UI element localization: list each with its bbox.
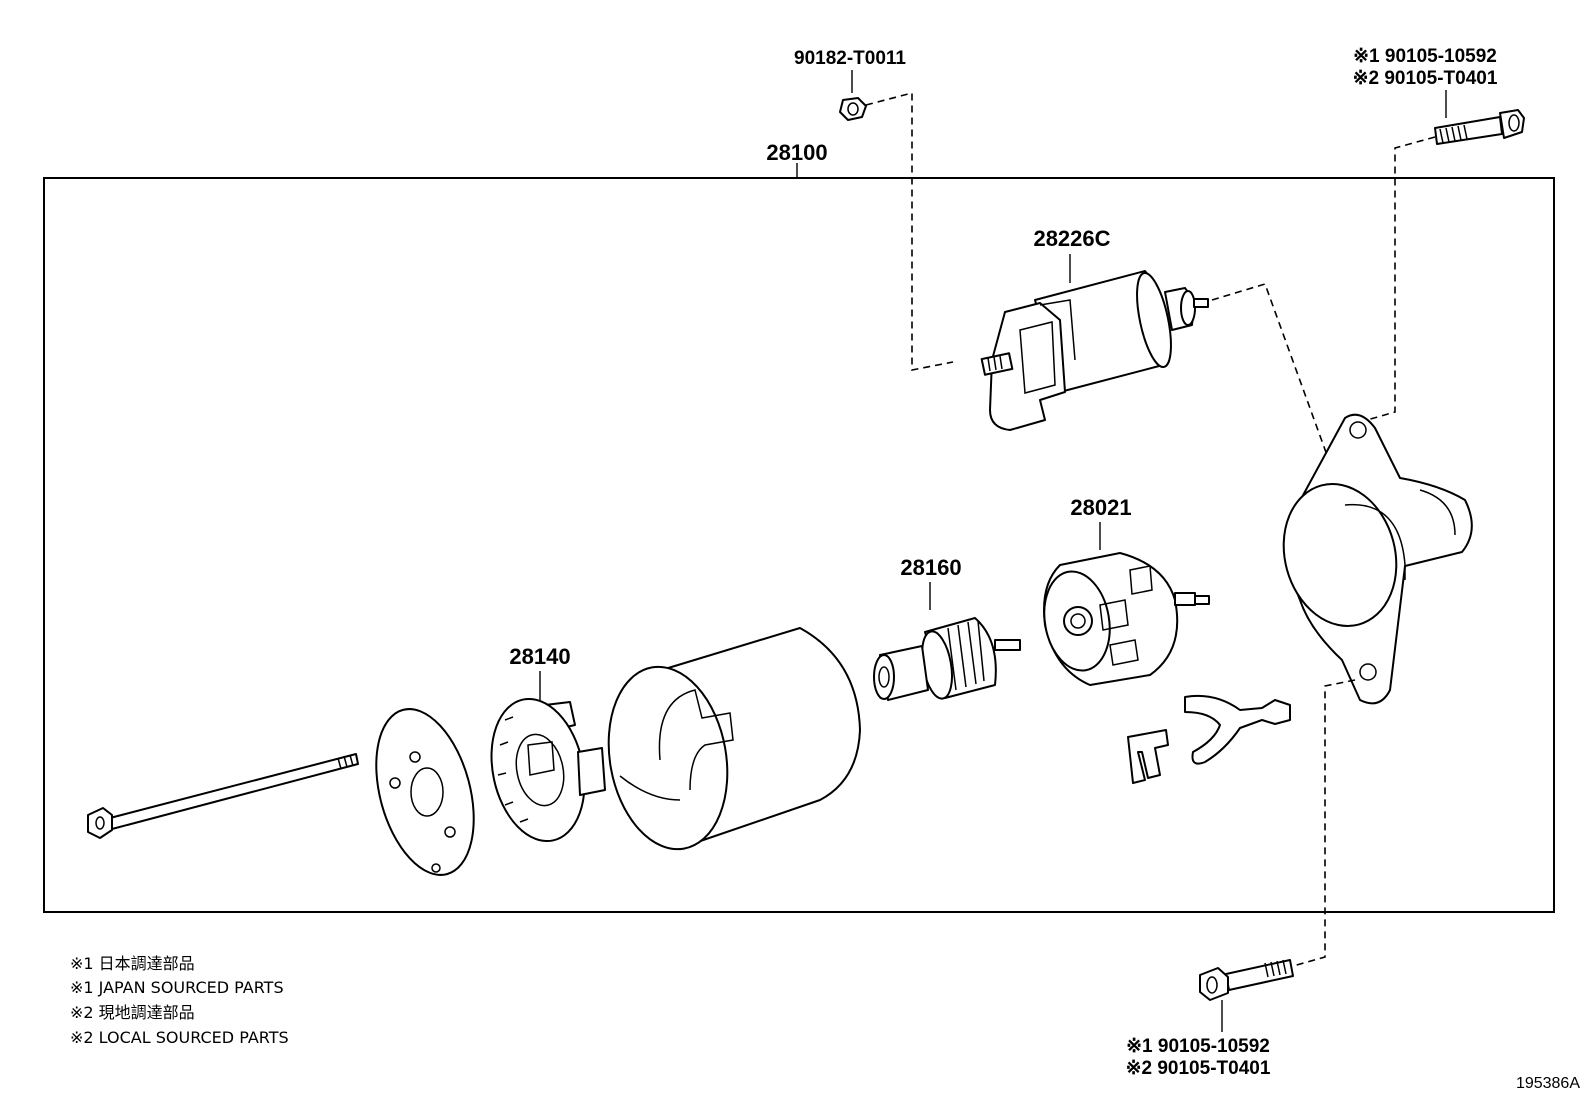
magnetic-switch-dashed-path xyxy=(1211,283,1366,561)
brush-holder-part-number: 28140 xyxy=(509,644,570,669)
top-right-bolt-label-1: ※1 90105-10592 xyxy=(1353,46,1497,67)
assembly-boundary-box xyxy=(43,177,1555,913)
commutator-end-frame-part-number: 28021 xyxy=(1070,495,1131,520)
bottom-bolt-dashed-path xyxy=(1292,679,1356,967)
note-local-sourced-ja: ※2 現地調達部品 xyxy=(70,1003,195,1022)
top-nut-part-number: 90182-T0011 xyxy=(794,48,906,69)
commutator-end-frame-icon xyxy=(1043,552,1210,686)
armature-icon xyxy=(873,617,1021,701)
magnetic-switch-part-number: 28226C xyxy=(1033,226,1110,251)
bottom-bolt-icon xyxy=(1199,959,1294,1001)
top-right-bolt-dashed-path xyxy=(1359,136,1436,423)
top-nut-icon xyxy=(839,97,867,121)
note-local-sourced-en: ※2 LOCAL SOURCED PARTS xyxy=(70,1028,289,1047)
top-right-bolt-icon xyxy=(1434,109,1525,145)
yoke-icon xyxy=(607,627,861,851)
through-bolt-icon xyxy=(87,753,359,839)
magnetic-switch-icon xyxy=(980,270,1209,431)
end-cover-plate-icon xyxy=(375,708,475,876)
bottom-bolt-label-1: ※1 90105-10592 xyxy=(1126,1036,1270,1057)
top-right-bolt-label-2: ※2 90105-T0401 xyxy=(1353,68,1498,89)
note-japan-sourced-ja: ※1 日本調達部品 xyxy=(70,954,195,973)
top-nut-dashed-path xyxy=(865,91,954,371)
brush-holder-icon xyxy=(490,697,606,843)
drive-lever-icon xyxy=(1184,694,1291,765)
diagram-reference-id: 195386A xyxy=(1516,1075,1580,1092)
lever-clip-icon xyxy=(1127,729,1169,784)
bottom-bolt-label-2: ※2 90105-T0401 xyxy=(1126,1058,1271,1079)
note-japan-sourced-en: ※1 JAPAN SOURCED PARTS xyxy=(70,978,284,997)
assembly-part-number: 28100 xyxy=(766,140,827,165)
drive-housing-icon xyxy=(1282,413,1473,705)
armature-part-number: 28160 xyxy=(900,555,961,580)
